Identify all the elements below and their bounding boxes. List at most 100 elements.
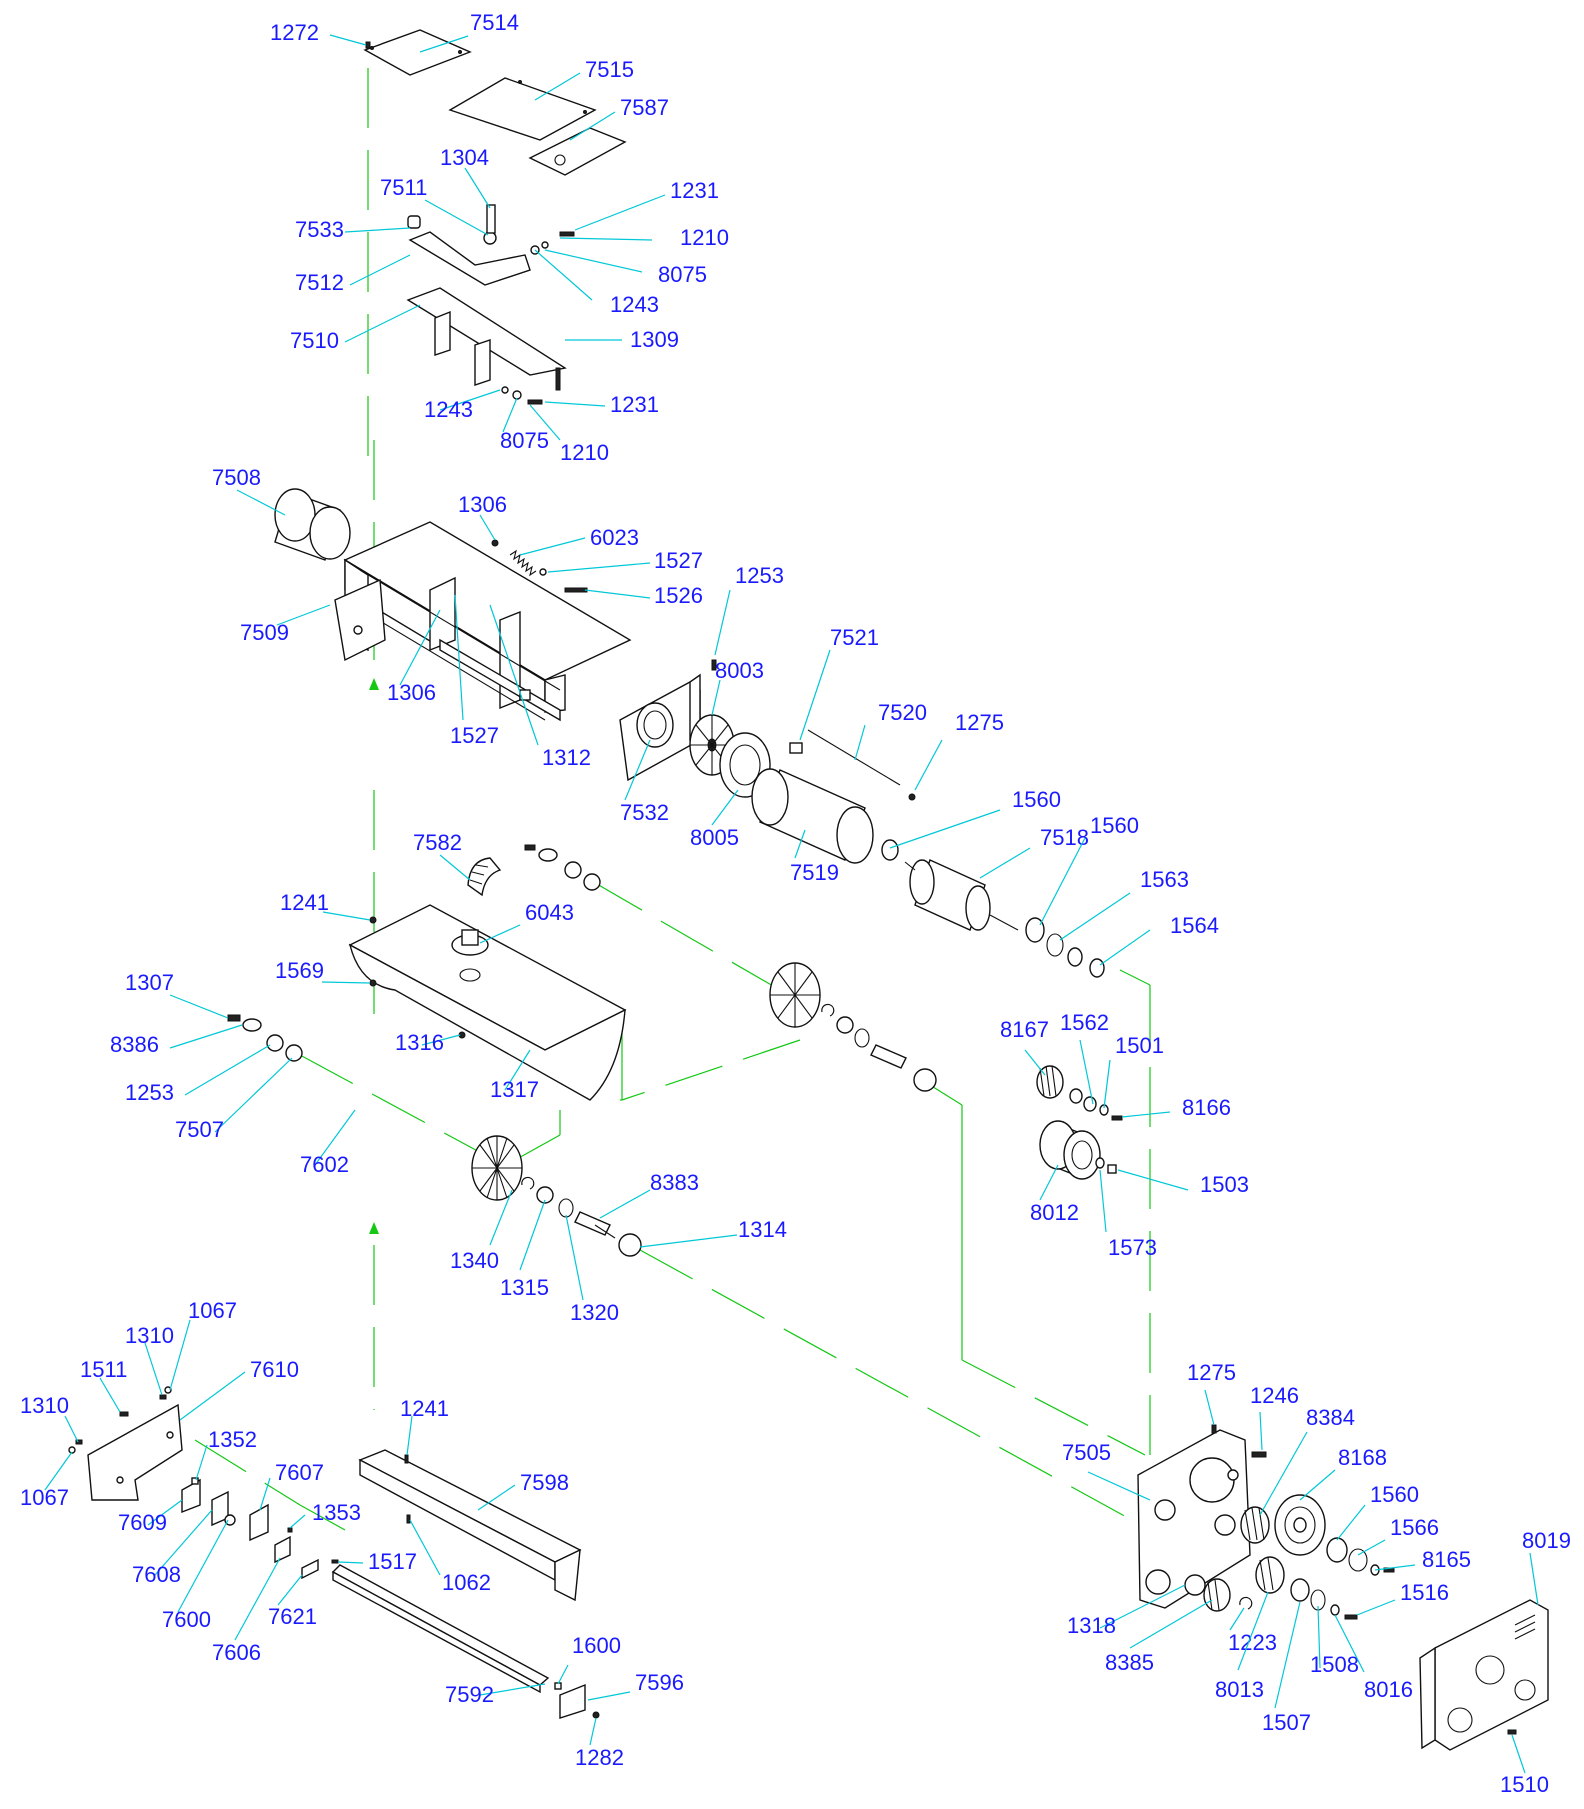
leader-line	[914, 739, 943, 791]
brush-housing-7507	[348, 904, 627, 1101]
hose-elbow-7582	[467, 857, 502, 897]
part-number-label: 1527	[450, 723, 499, 748]
bearing-1560-c	[1326, 1537, 1348, 1563]
leader-line	[479, 1683, 546, 1696]
part-number-label: 7609	[118, 1510, 167, 1535]
part-number-label: 1310	[125, 1323, 174, 1348]
leader-line	[1059, 892, 1131, 941]
leader-line	[1099, 1584, 1186, 1629]
bolt-1246	[1251, 1451, 1267, 1458]
part-number-label: 1231	[670, 178, 719, 203]
leader-line	[344, 227, 411, 233]
leader-line	[337, 1561, 364, 1564]
part-number-label: 1304	[440, 145, 489, 170]
pulley-8012	[1039, 1120, 1101, 1180]
leader-line	[421, 1034, 461, 1046]
bearing-1315	[536, 1186, 554, 1204]
part-number-label: 1317	[490, 1077, 539, 1102]
screw-a	[524, 844, 536, 851]
leader-line	[519, 537, 586, 556]
leader-line	[1511, 1734, 1526, 1774]
leader-line	[184, 1044, 271, 1096]
leader-line	[1317, 1605, 1321, 1669]
leader-line	[409, 1519, 441, 1576]
part-number-label: 1560	[1090, 813, 1139, 838]
screw-1306	[491, 539, 499, 547]
leader-line	[406, 1415, 413, 1456]
part-number-label: 1272	[270, 20, 319, 45]
washer-1317	[285, 1044, 303, 1062]
leader-line	[557, 1664, 569, 1685]
gear-cover-8019	[1419, 1599, 1549, 1751]
cover-plate-7515	[448, 77, 597, 141]
leader-line	[794, 829, 806, 859]
leader-line	[1099, 1169, 1107, 1233]
gear-8168	[1274, 1494, 1326, 1556]
screw-1569	[369, 979, 377, 987]
leader-line	[1229, 1607, 1245, 1631]
bearing-1316	[266, 1034, 284, 1052]
clip-1352	[191, 1477, 199, 1485]
leader-line	[714, 589, 731, 656]
clip-b	[821, 1003, 835, 1017]
part-number-label: 1275	[955, 710, 1004, 735]
leader-line	[799, 649, 831, 741]
part-number-label: 8384	[1306, 1405, 1355, 1430]
leader-line	[1087, 1471, 1151, 1501]
part-number-label: 1241	[400, 1396, 449, 1421]
leader-line	[44, 1451, 73, 1491]
part-number-label: 1508	[1310, 1652, 1359, 1677]
shaft-8383	[574, 1211, 616, 1239]
cover-plate-7514	[363, 29, 472, 76]
bearing-1507	[1290, 1578, 1310, 1602]
leader-line	[569, 111, 616, 141]
armature-7518	[904, 859, 1019, 931]
part-number-label: 8012	[1030, 1200, 1079, 1225]
part-number-label: 1067	[20, 1485, 69, 1510]
screw-1310-b	[159, 1394, 167, 1400]
part-number-label: 8016	[1364, 1677, 1413, 1702]
bushing-1318	[1184, 1574, 1206, 1596]
part-number-label: 7582	[413, 830, 462, 855]
leader-line	[1237, 1591, 1269, 1671]
leader-line	[479, 924, 521, 944]
bearing-1562-a	[1069, 1088, 1083, 1104]
motor-housing-7519	[751, 768, 874, 864]
spring-6023	[509, 549, 537, 577]
gear-8013	[1255, 1556, 1285, 1594]
bracket-7609	[181, 1478, 201, 1514]
leader-line	[179, 1371, 246, 1421]
part-number-label: 7521	[830, 625, 879, 650]
leader-line	[1259, 1411, 1263, 1451]
part-number-label: 7520	[878, 700, 927, 725]
part-number-label: 7587	[620, 95, 669, 120]
leader-line	[489, 1189, 513, 1246]
part-number-label: 1501	[1115, 1033, 1164, 1058]
brush-wheel-left	[471, 1135, 523, 1201]
bearing-a	[564, 861, 582, 879]
ring-1566	[1348, 1548, 1368, 1572]
leader-line	[399, 609, 441, 686]
screw-1241-b	[404, 1454, 409, 1464]
bracket-assembly	[406, 204, 575, 405]
leader-line	[1103, 1059, 1111, 1109]
nut-1503	[1107, 1164, 1117, 1174]
part-number-label: 1526	[654, 583, 703, 608]
leader-line	[979, 847, 1031, 879]
leader-line	[1039, 837, 1086, 926]
leader-line	[1204, 1389, 1215, 1426]
bar-7592	[331, 1564, 550, 1694]
bearing-1560-b	[1025, 917, 1045, 943]
washer-1527	[539, 568, 547, 576]
part-number-label: 1564	[1170, 913, 1219, 938]
leader-line	[236, 489, 286, 516]
bearing-b	[836, 1016, 854, 1034]
part-number-label: 8386	[110, 1032, 159, 1057]
plate-7621	[301, 1558, 319, 1580]
part-number-label: 1307	[125, 970, 174, 995]
part-number-label: 1314	[738, 1217, 787, 1242]
part-number-label: 1223	[1228, 1630, 1277, 1655]
screw-8166	[1111, 1115, 1123, 1121]
part-number-label: 1560	[1012, 787, 1061, 812]
